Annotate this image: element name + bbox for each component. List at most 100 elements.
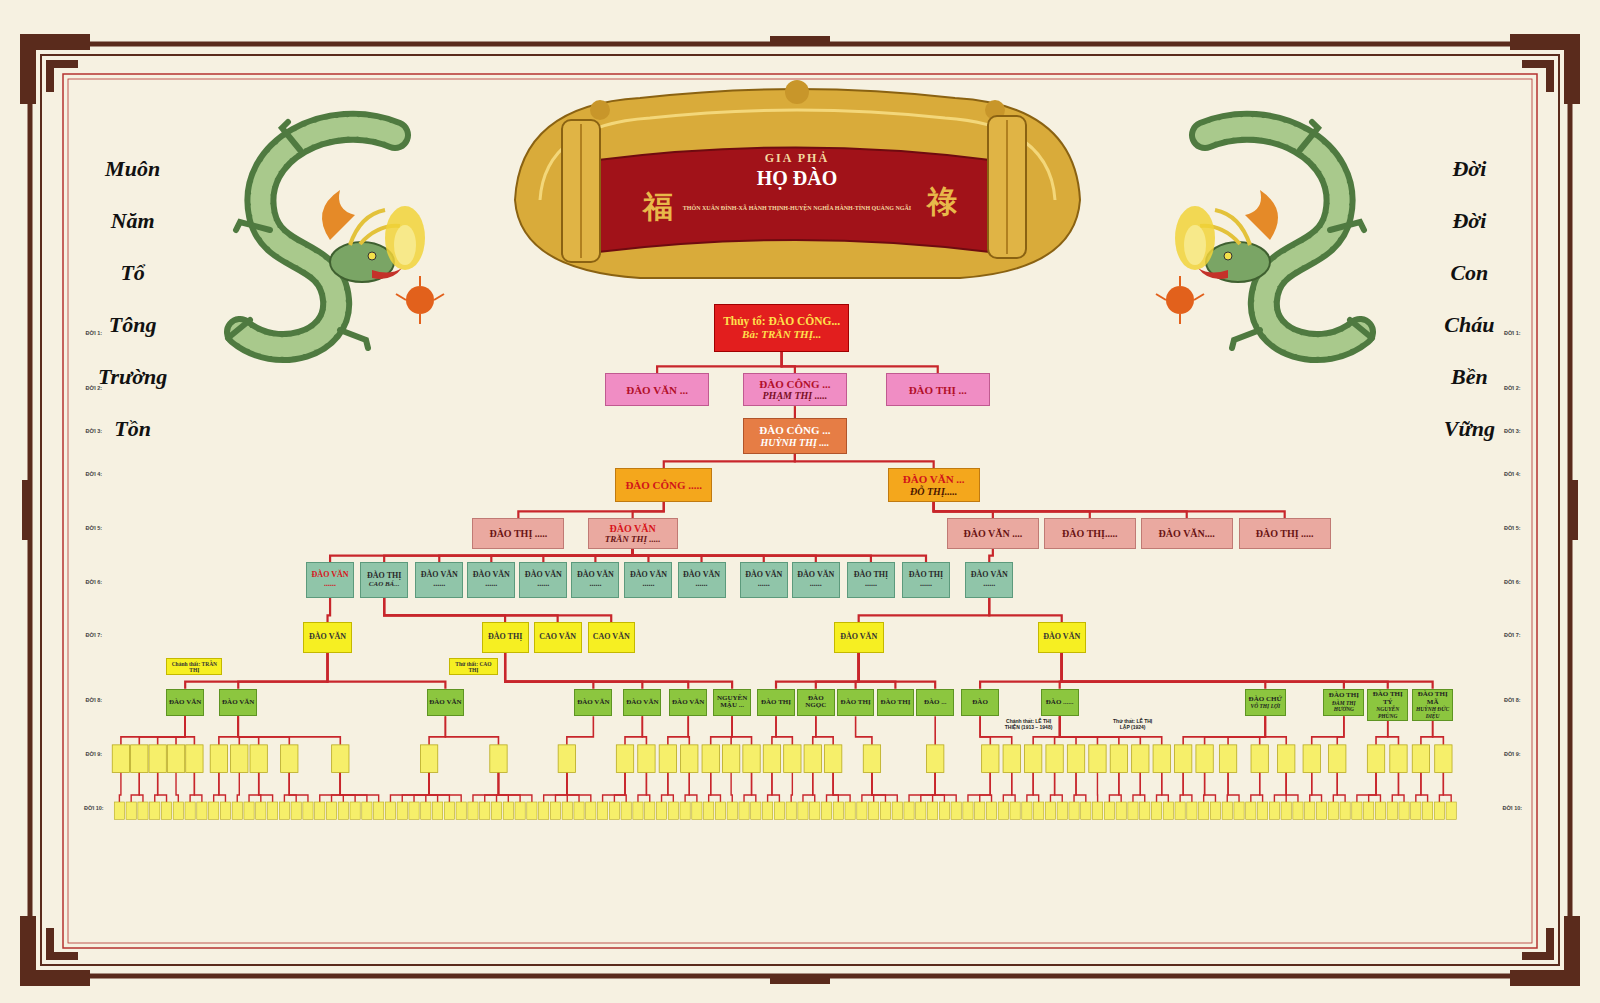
person-box: ĐÀO VĂN ......: [740, 562, 788, 598]
person-box: ĐÀO VĂN ......: [792, 562, 840, 598]
lineage-line: [1062, 653, 1388, 689]
person-box: ĐÀO VĂN ......: [519, 562, 567, 598]
person-box: ĐÀO VĂN: [574, 689, 612, 717]
person-name: ĐÀO VĂN: [610, 523, 656, 534]
spouse-note: Thứ thất: CAO THỊ: [449, 658, 498, 675]
person-name: ĐÀO THỊ: [880, 699, 910, 707]
person-name: ĐÀO THỊ ...: [909, 384, 967, 396]
lineage-line: [816, 653, 859, 689]
lineage-line: [782, 352, 795, 373]
spouse-name: NGUYỄN PHÙNG: [1369, 706, 1406, 718]
lineage-line: [934, 502, 1187, 518]
person-box: ĐÀO VĂN....: [1141, 518, 1233, 549]
lineage-line: [238, 653, 327, 689]
person-box: ĐÀO THỊ.....: [1044, 518, 1136, 549]
lineage-line: [1062, 653, 1266, 689]
person-name: ĐÀO CHỨ: [1249, 696, 1282, 704]
person-name: ĐÀO THỊ: [841, 699, 871, 707]
generation-label: ĐỜI 2:: [86, 385, 103, 391]
person-box: ĐÀO THỊ .....: [472, 518, 564, 549]
lineage-line: [505, 653, 642, 689]
person-box: ĐÀO THỊCAO BÁ...: [360, 562, 408, 598]
person-name: ĐÀO VĂN ...: [626, 384, 688, 396]
person-box: ĐÀO VĂN: [303, 622, 352, 653]
person-box: ĐÀO CÔNG ...PHẠM THỊ .....: [743, 373, 847, 406]
generation-label: ĐỜI 5:: [86, 525, 103, 531]
person-box: ĐÀO VĂN: [219, 689, 257, 717]
lineage-line: [505, 653, 593, 689]
lineage-line: [782, 352, 938, 373]
person-name: ĐÀO VĂN: [309, 633, 346, 642]
lineage-line: [384, 598, 557, 623]
generation-label: ĐỜI 6:: [86, 579, 103, 585]
person-name: ĐÀO THỊ.....: [1062, 528, 1117, 539]
person-name: ĐÀO VĂN ...: [903, 473, 965, 485]
descendant-rows: [112, 716, 1456, 819]
person-box: ĐÀO: [961, 689, 999, 717]
calligraphy: Muôn Năm Tổ Tông Trường Tồn: [98, 143, 168, 455]
person-box: ĐÀO ...: [916, 689, 954, 717]
person-name: ĐÀO THỊ .....: [1256, 528, 1314, 539]
person-box: ĐÀO THỊ: [837, 689, 875, 717]
person-box: CAO VĂN: [534, 622, 582, 653]
person-name: ĐÀO VĂN: [169, 699, 201, 707]
lineage-line: [633, 549, 926, 562]
person-name: ĐÀO THỊ MÃ: [1414, 691, 1451, 707]
spouse-name: CAO BÁ...: [369, 581, 400, 589]
person-name: ĐÀO VĂN ......: [680, 571, 724, 589]
title: HỌ ĐÀO: [757, 167, 838, 190]
person-box: ĐÀO THỊ ......: [847, 562, 895, 598]
person-box: ĐÀO THỊ: [757, 689, 795, 717]
person-name: ĐÀO VĂN ......: [742, 571, 786, 589]
person-name: ĐÀO VĂN ......: [967, 571, 1011, 589]
person-box: ĐÀO ......: [1041, 689, 1079, 717]
generation-label: ĐỜI 1:: [86, 330, 103, 336]
lineage-line: [330, 549, 633, 562]
lineage-line: [543, 549, 632, 562]
spouse-note: Chánh thất: TRẦN THỊ: [166, 658, 222, 675]
person-name: ĐÀO VĂN....: [1159, 528, 1215, 539]
person-name: ĐÀO CÔNG ...: [759, 424, 830, 436]
person-box: ĐÀO VĂN ......: [415, 562, 463, 598]
generation-label: ĐỜI 3:: [1504, 428, 1521, 434]
person-name: ĐÀO VĂN ....: [963, 528, 1022, 539]
person-box: ĐÀO CÔNG ...HUỲNH THỊ ....: [743, 418, 847, 454]
generation-label: ĐỜI 8:: [1504, 697, 1521, 703]
person-name: ĐÀO THỊ TÝ: [1369, 691, 1406, 707]
generation-label: ĐỜI 2:: [1504, 385, 1521, 391]
person-name: ĐÀO VĂN ......: [308, 571, 352, 589]
generation-label: ĐỜI 6:: [1504, 579, 1521, 585]
person-name: ĐÀO VĂN ......: [794, 571, 838, 589]
lineage-line: [859, 653, 896, 689]
spouse-name: HUỲNH ĐỨC DIỆU: [1414, 706, 1451, 718]
person-box: ĐÀO THỊ: [877, 689, 915, 717]
generation-label: ĐỜI 9:: [86, 751, 103, 757]
person-box: ĐÀO VĂN ......: [306, 562, 354, 598]
lineage-line: [934, 502, 993, 518]
generation-label: ĐỜI 8:: [86, 697, 103, 703]
generation-label: ĐỜI 9:: [1504, 751, 1521, 757]
lineage-line: [1062, 653, 1344, 689]
person-name: Thứ thất: CAO THỊ: [451, 661, 496, 673]
person-name: ĐÀO CÔNG ...: [759, 378, 830, 390]
person-name: ĐÀO VĂN ......: [626, 571, 670, 589]
lineage-line: [439, 549, 632, 562]
person-box: ĐÀO VĂN ......: [467, 562, 515, 598]
person-name: ĐÀO THỊ .....: [489, 528, 547, 539]
spouse-note: Chánh thất: LÊ THỊ THIỆN (1913 – 1948): [1003, 718, 1055, 732]
person-name: ĐÀO CÔNG .....: [625, 479, 702, 491]
spouse-name: TRẦN THỊ .....: [605, 534, 661, 544]
lineage-line: [505, 653, 688, 689]
person-box: ĐÀO VĂN: [1038, 622, 1086, 653]
person-name: ĐÀO VĂN ......: [469, 571, 513, 589]
person-box: ĐÀO VĂN: [834, 622, 884, 653]
person-box: CAO VĂN: [588, 622, 635, 653]
lineage-line: [859, 653, 936, 689]
person-name: ĐÀO VĂN: [429, 699, 461, 707]
lineage-line: [633, 502, 664, 518]
generation-label: ĐỜI 10:: [1502, 805, 1522, 811]
person-name: ĐÀO THỊ: [1329, 692, 1359, 700]
person-name: ĐÀO VĂN: [222, 699, 254, 707]
person-name: ĐÀO VĂN ......: [521, 571, 565, 589]
